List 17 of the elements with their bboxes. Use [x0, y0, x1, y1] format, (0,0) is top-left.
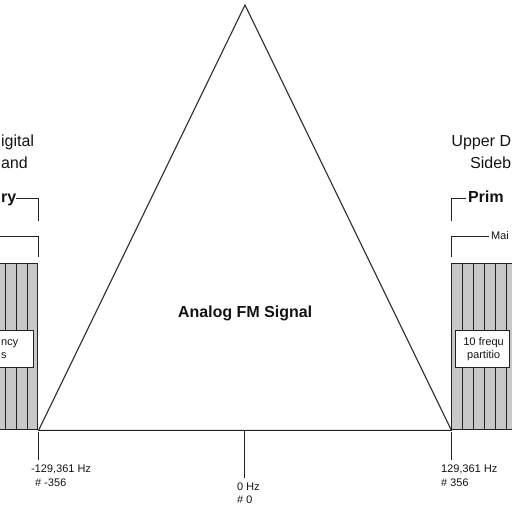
sideband-heading: igital and — [1, 132, 35, 174]
frequency-label: 129,361 Hz — [441, 463, 498, 476]
bracket-label: Prim — [468, 189, 504, 207]
partition-box — [0, 330, 34, 368]
subcarrier-number: # -356 — [35, 477, 66, 490]
signal-triangle — [38, 4, 452, 431]
subcarrier-number: # 356 — [441, 477, 469, 490]
sideband-heading: Upper D Sideb — [450, 132, 511, 174]
frequency-label: 0 Hz — [237, 481, 260, 494]
subcarrier-number: # 0 — [237, 494, 252, 507]
partition-label: 10 frequ partitio — [462, 336, 505, 362]
partition-label: ncy s — [1, 336, 20, 362]
bracket-label: ry — [1, 189, 16, 207]
frequency-label: -129,361 Hz — [31, 463, 91, 476]
signal-label: Analog FM Signal — [176, 304, 314, 322]
bracket-label: Mai — [491, 230, 509, 243]
partition-box — [455, 330, 510, 368]
